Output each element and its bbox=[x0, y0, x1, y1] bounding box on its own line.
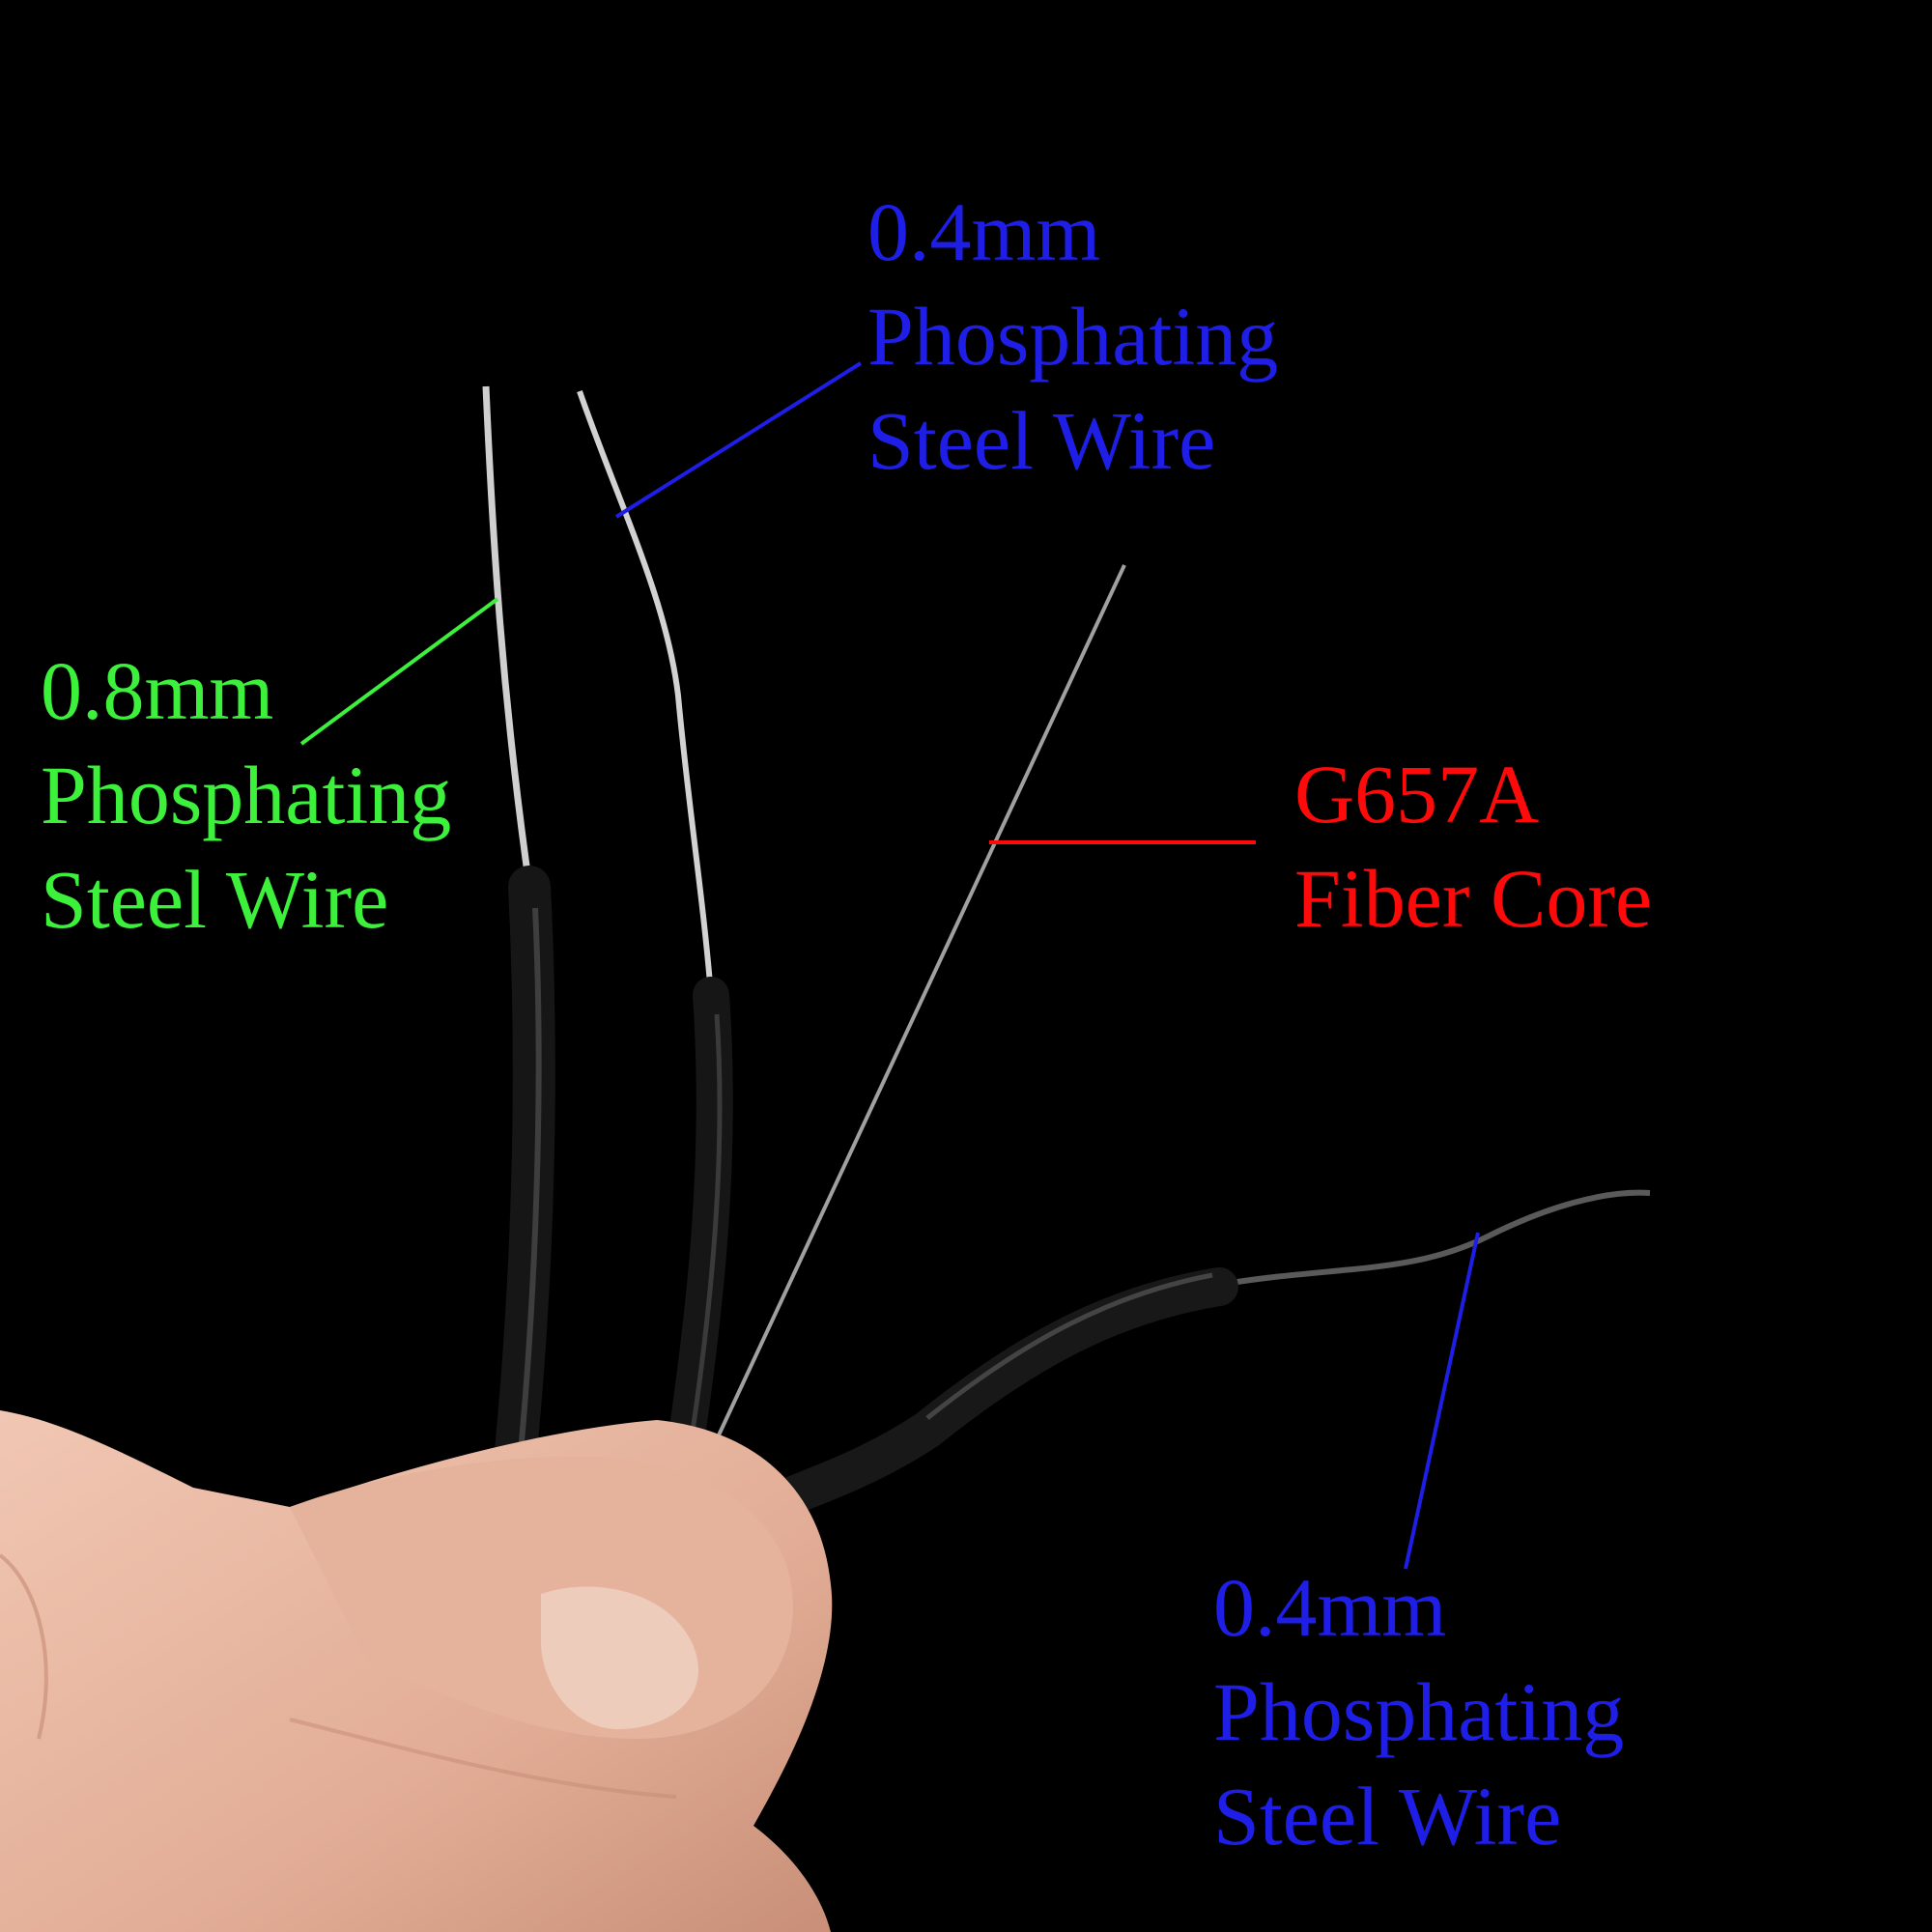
label-top-steel-name: Steel Wire bbox=[867, 394, 1216, 487]
label-fiber-model: G657A bbox=[1294, 748, 1540, 840]
label-left-steel-size: 0.8mm bbox=[41, 644, 274, 737]
label-fiber-name: Fiber Core bbox=[1294, 852, 1653, 945]
middle-cable bbox=[577, 390, 733, 1487]
label-fiber-core: G657A Fiber Core bbox=[1294, 742, 1652, 951]
label-top-steel-wire: 0.4mm Phosphating Steel Wire bbox=[867, 180, 1278, 493]
label-bottom-steel-size: 0.4mm bbox=[1213, 1561, 1447, 1654]
label-bottom-steel-name: Steel Wire bbox=[1213, 1770, 1562, 1862]
leader-line-top-steel bbox=[614, 361, 863, 519]
hand bbox=[0, 1410, 833, 1932]
label-top-steel-type: Phosphating bbox=[867, 290, 1279, 383]
label-bottom-steel-wire: 0.4mm Phosphating Steel Wire bbox=[1213, 1555, 1624, 1868]
label-top-steel-size: 0.4mm bbox=[867, 185, 1101, 278]
middle-steel-wire bbox=[577, 390, 714, 996]
middle-cable-jacket bbox=[664, 977, 733, 1487]
left-steel-wire bbox=[482, 385, 533, 888]
label-left-steel-wire: 0.8mm Phosphating Steel Wire bbox=[41, 639, 451, 952]
left-cable-jacket bbox=[489, 866, 555, 1528]
thumbnail bbox=[541, 1586, 698, 1729]
bottom-steel-wire bbox=[1218, 1189, 1651, 1288]
left-cable bbox=[482, 385, 555, 1528]
label-left-steel-type: Phosphating bbox=[41, 749, 452, 841]
bottom-cable bbox=[744, 1189, 1651, 1526]
leader-line-bottom-steel bbox=[1404, 1232, 1480, 1570]
fiber-core bbox=[715, 564, 1126, 1440]
label-bottom-steel-type: Phosphating bbox=[1213, 1665, 1625, 1758]
label-left-steel-name: Steel Wire bbox=[41, 853, 389, 946]
leader-line-left-steel bbox=[299, 597, 499, 746]
bottom-cable-jacket bbox=[744, 1267, 1238, 1526]
